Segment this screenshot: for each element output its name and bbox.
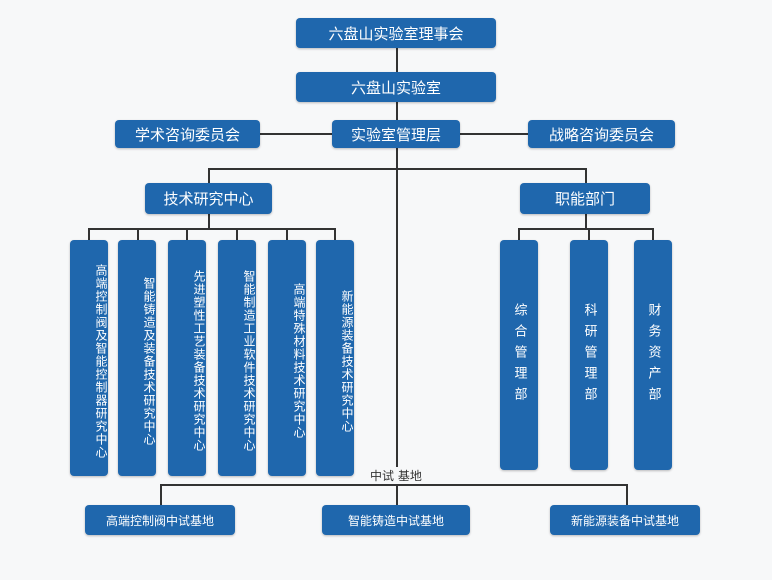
connector [88,228,90,240]
management-box: 实验室管理层 [332,120,460,148]
connector [588,228,590,240]
connector [236,228,238,240]
department-box: 科研管理部 [570,240,608,470]
strategy-committee-box: 战略咨询委员会 [528,120,675,148]
connector [208,168,210,184]
connector [286,228,288,240]
connector [396,484,398,506]
research-center-box: 新能源装备技术研究中心 [316,240,354,476]
pilot-base-box: 新能源装备中试基地 [550,505,700,535]
connector [88,228,336,230]
connector [518,228,654,230]
research-center-box: 高端控制阀及智能控制器研究中心 [70,240,108,476]
connector [160,484,628,486]
connector [396,48,398,485]
connector [137,228,139,240]
connector [334,228,336,240]
connector [208,168,586,170]
connector [585,168,587,184]
connector [585,214,587,228]
tech-center-box: 技术研究中心 [145,183,272,214]
functional-dept-box: 职能部门 [520,183,650,214]
research-center-box: 高端特殊材料技术研究中心 [268,240,306,476]
academic-committee-box: 学术咨询委员会 [115,120,260,148]
pilot-base-label: 中试 基地 [370,467,422,484]
pilot-base-box: 智能铸造中试基地 [322,505,470,535]
research-center-box: 智能制造工业软件技术研究中心 [218,240,256,476]
connector [186,228,188,240]
lab-box: 六盘山实验室 [296,72,496,102]
research-center-box: 智能铸造及装备技术研究中心 [118,240,156,476]
connector [160,484,162,506]
board-box: 六盘山实验室理事会 [296,18,496,48]
connector [208,214,210,228]
research-center-box: 先进塑性工艺装备技术研究中心 [168,240,206,476]
department-box: 综合管理部 [500,240,538,470]
connector [518,228,520,240]
connector [626,484,628,506]
department-box: 财务资产部 [634,240,672,470]
connector [652,228,654,240]
pilot-base-box: 高端控制阀中试基地 [85,505,235,535]
